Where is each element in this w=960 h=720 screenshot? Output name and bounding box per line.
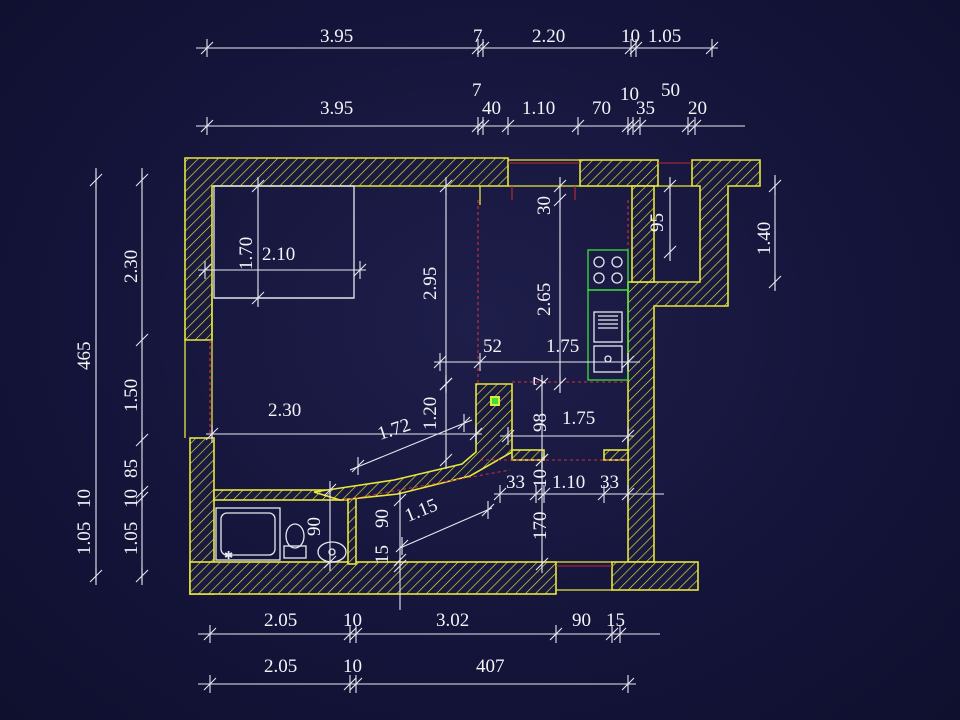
inner-10: 10 bbox=[530, 469, 551, 488]
inner-170b: 170 bbox=[530, 512, 551, 541]
inner-90b: 90 bbox=[304, 517, 325, 536]
left-label-85: 85 bbox=[121, 459, 142, 478]
wall-top-left bbox=[184, 157, 509, 341]
dimension-labels: 3.95 7 2.20 10 1.05 3.95 7 40 1.10 70 10… bbox=[74, 26, 775, 677]
top1-label-1: 7 bbox=[473, 26, 483, 47]
dim-line-diagonal bbox=[349, 419, 473, 471]
top2-label-3: 1.10 bbox=[522, 98, 555, 119]
top2-label-5: 10 bbox=[620, 84, 639, 105]
inner-30: 30 bbox=[534, 196, 555, 215]
walls bbox=[184, 157, 761, 595]
left-label-150: 1.50 bbox=[121, 379, 142, 412]
kitchen-counter bbox=[587, 289, 629, 381]
wall-bath-side bbox=[347, 493, 357, 565]
bottom2-label-1: 10 bbox=[343, 656, 362, 677]
inner-210: 2.10 bbox=[262, 244, 295, 265]
stove bbox=[587, 249, 629, 291]
inner-52: 52 bbox=[483, 336, 502, 357]
wall-bottom bbox=[189, 561, 557, 595]
top2-label-2: 40 bbox=[482, 98, 501, 119]
left-label-465: 465 bbox=[74, 342, 95, 371]
inner-115: 1.15 bbox=[402, 495, 441, 527]
top2-label-0: 3.95 bbox=[320, 98, 353, 119]
wall-corridor-a bbox=[511, 449, 545, 461]
bathtub bbox=[215, 507, 281, 561]
toilet-bowl bbox=[285, 523, 305, 549]
inner-33b: 33 bbox=[600, 472, 619, 493]
bottom2-label-0: 2.05 bbox=[264, 656, 297, 677]
inner-98: 98 bbox=[530, 413, 551, 432]
inner-15: 15 bbox=[372, 545, 393, 564]
washbasin bbox=[317, 541, 347, 563]
top2-label-1: 7 bbox=[472, 80, 482, 101]
inner-295: 2.95 bbox=[420, 267, 441, 300]
bottom1-label-1: 10 bbox=[343, 610, 362, 631]
inner-265: 2.65 bbox=[534, 283, 555, 316]
top2-label-7: 50 bbox=[661, 80, 680, 101]
bottom1-label-0: 2.05 bbox=[264, 610, 297, 631]
inner-140: 1.40 bbox=[754, 222, 775, 255]
inner-175b: 1.75 bbox=[562, 408, 595, 429]
inner-90a: 90 bbox=[372, 509, 393, 528]
wall-outlines bbox=[184, 159, 692, 591]
kitchen-sink bbox=[593, 311, 623, 343]
inner-170: 1.70 bbox=[236, 237, 257, 270]
top2-label-4: 70 bbox=[592, 98, 611, 119]
inner-120: 1.20 bbox=[420, 397, 441, 430]
svg-text:✱: ✱ bbox=[224, 549, 233, 562]
inner-230: 2.30 bbox=[268, 400, 301, 421]
left-label-10b: 10 bbox=[121, 489, 142, 508]
inner-175a: 1.75 bbox=[546, 336, 579, 357]
inner-33a: 33 bbox=[506, 472, 525, 493]
wall-top-middle bbox=[579, 159, 659, 187]
left-label-105a: 1.05 bbox=[74, 522, 95, 555]
toilet-tank bbox=[283, 545, 307, 559]
top1-label-2: 2.20 bbox=[532, 26, 565, 47]
dimension-lines bbox=[89, 39, 782, 693]
bottom1-label-2: 3.02 bbox=[436, 610, 469, 631]
top1-label-4: 1.05 bbox=[648, 26, 681, 47]
bottom1-label-3: 90 bbox=[572, 610, 591, 631]
bottom1-label-4: 15 bbox=[606, 610, 625, 631]
inner-172: 1.72 bbox=[375, 415, 413, 445]
top1-label-0: 3.95 bbox=[320, 26, 353, 47]
inner-7: 7 bbox=[530, 377, 551, 387]
left-label-105b: 1.05 bbox=[121, 522, 142, 555]
dim-line-diagonal bbox=[399, 507, 493, 549]
inner-95: 95 bbox=[647, 213, 668, 232]
bottom2-label-2: 407 bbox=[476, 656, 505, 677]
wall-bottom-right bbox=[611, 561, 699, 591]
fixtures: ✱ bbox=[213, 185, 629, 563]
red-guides bbox=[209, 162, 692, 567]
top1-label-3: 10 bbox=[621, 26, 640, 47]
wall-corridor-b bbox=[603, 449, 629, 461]
bed-outline bbox=[213, 185, 355, 299]
left-label-10a: 10 bbox=[74, 489, 95, 508]
inner-110: 1.10 bbox=[552, 472, 585, 493]
left-label-230: 2.30 bbox=[121, 250, 142, 283]
top2-label-8: 20 bbox=[688, 98, 707, 119]
wall-right-nook bbox=[631, 185, 655, 283]
wall-diagonal bbox=[313, 383, 513, 501]
top2-label-6: 35 bbox=[636, 98, 655, 119]
